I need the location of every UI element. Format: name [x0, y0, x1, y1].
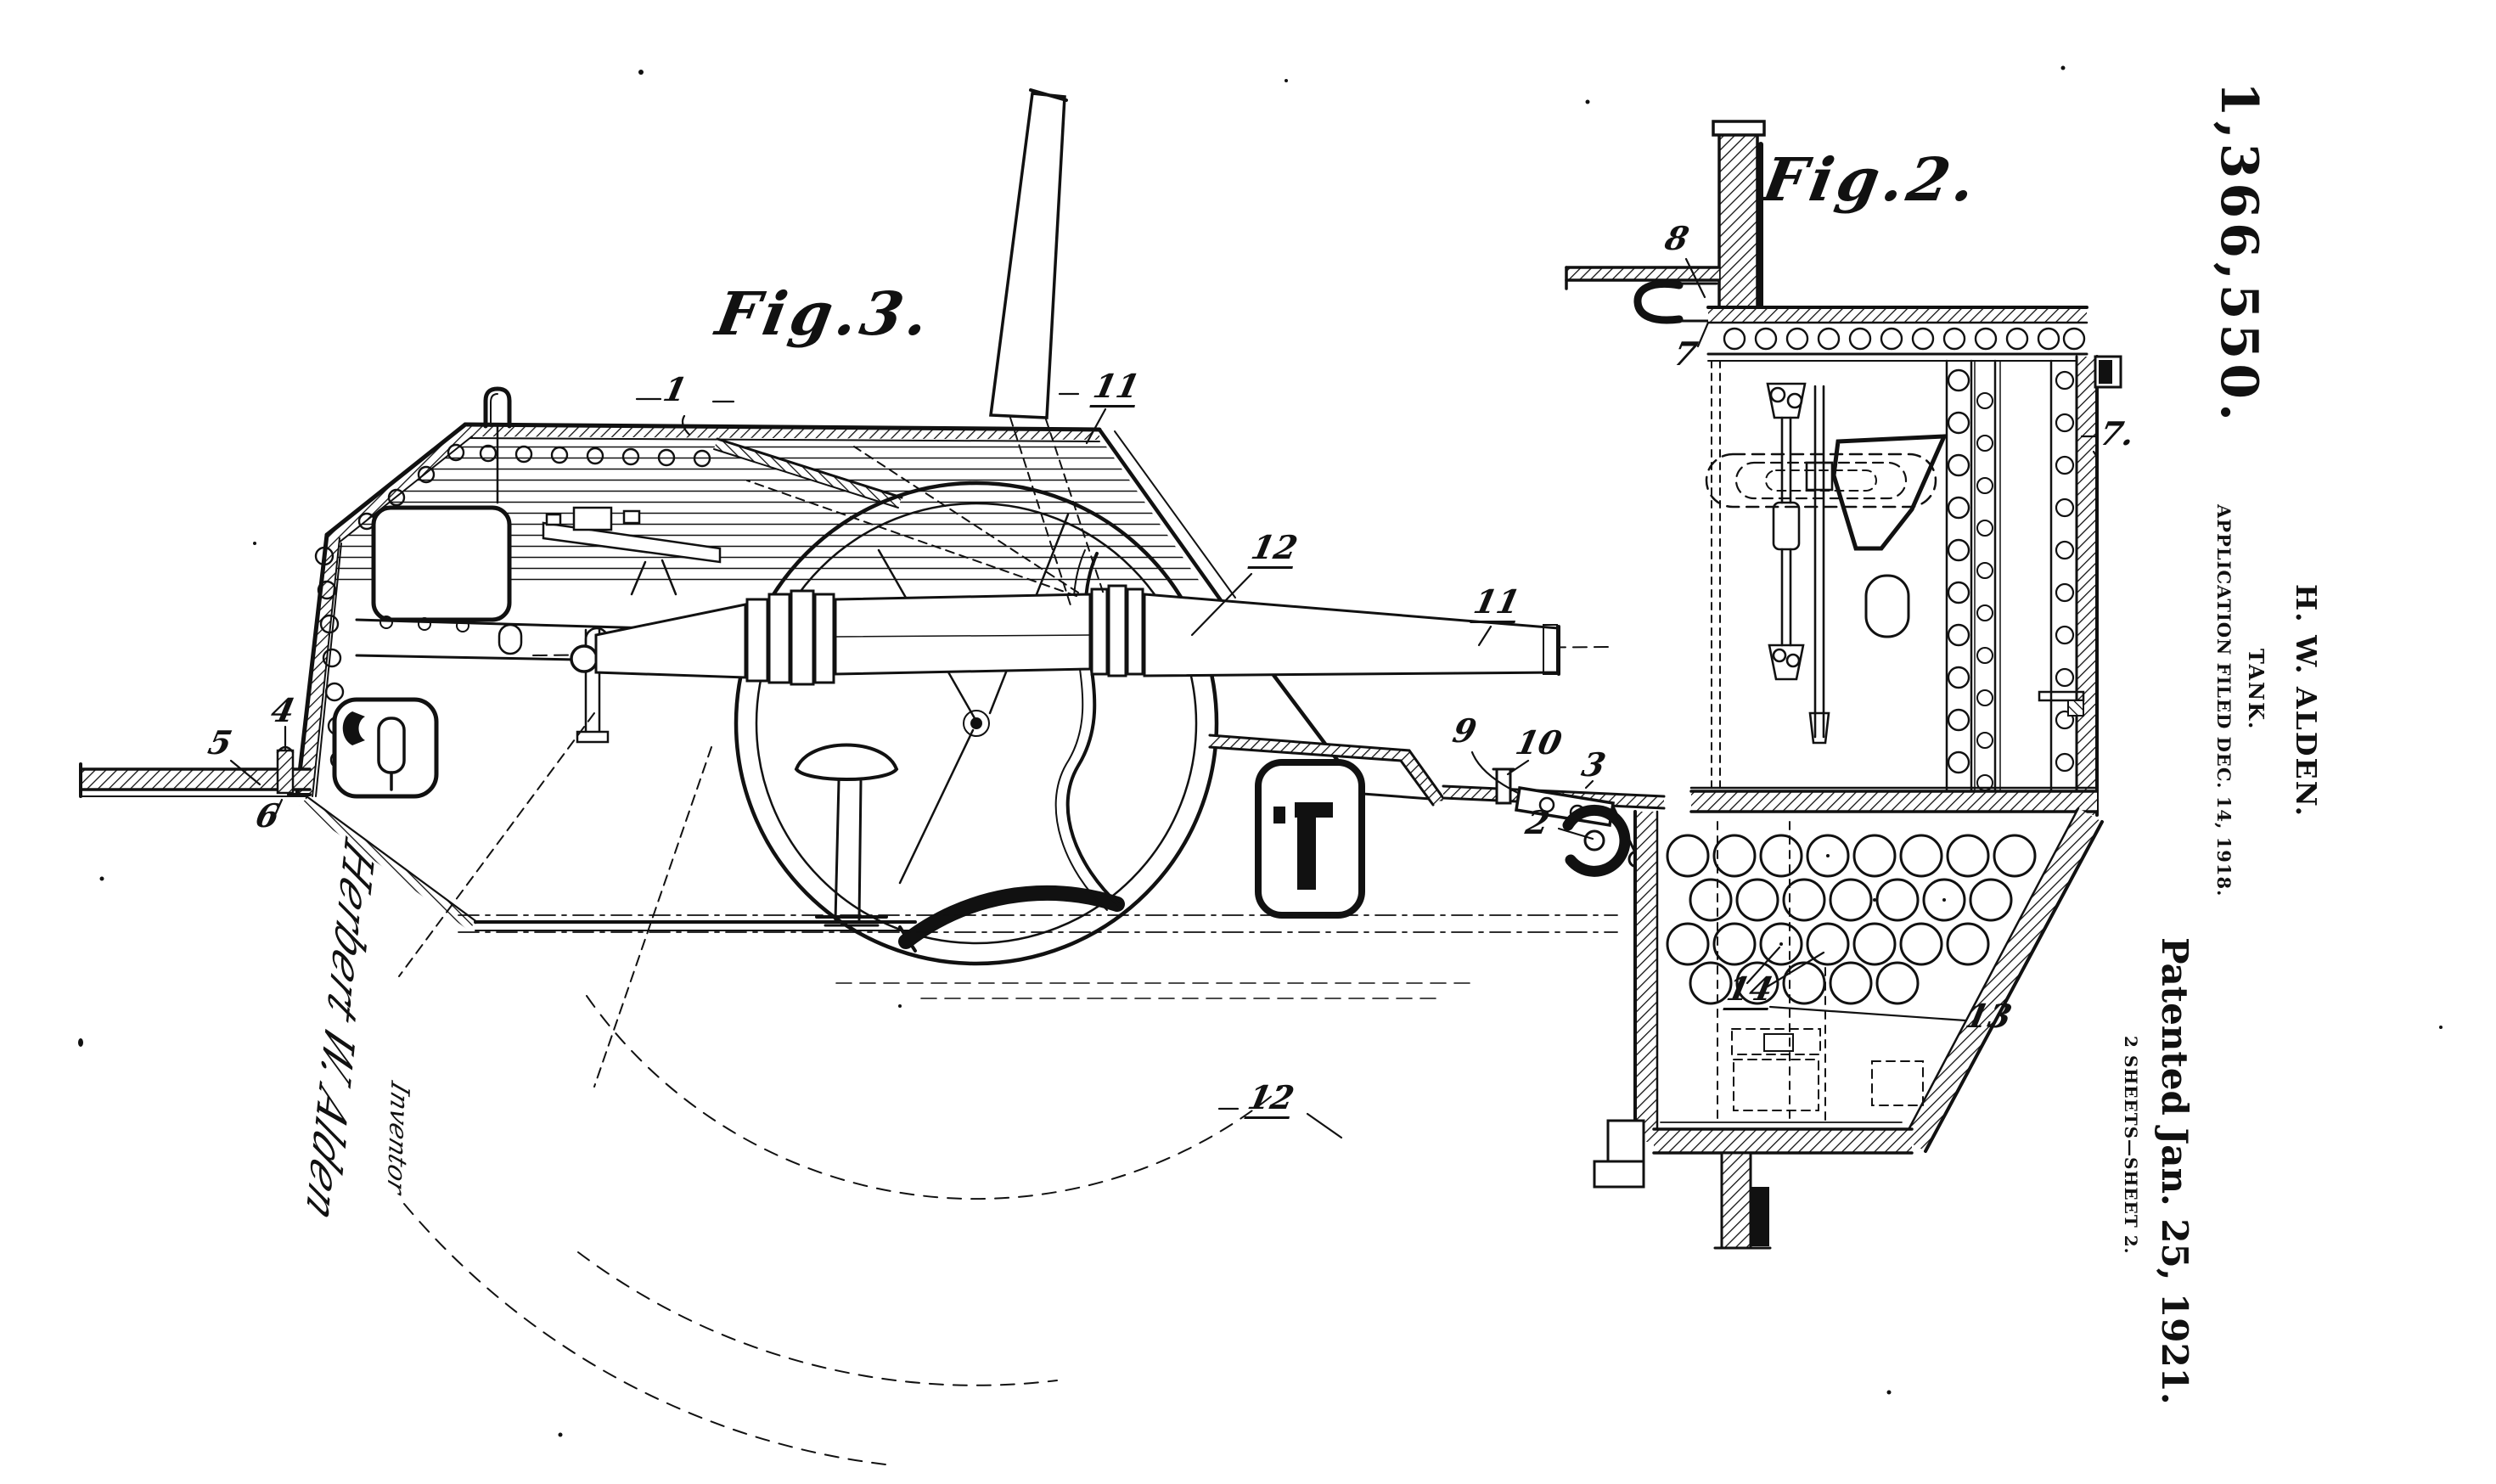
deck-planking — [335, 433, 1204, 587]
patented-date-line: Patented Jan. 25, 1921. — [2154, 937, 2195, 1405]
patent-title-line: TANK. — [2244, 649, 2268, 731]
latch-hook-assembly — [1492, 767, 1646, 877]
figure-3-caption: Fig.3. — [711, 278, 939, 349]
hatch-scoop — [1705, 434, 1948, 638]
shovel-plate — [332, 697, 439, 799]
patent-number: 1,366,550. — [2209, 82, 2268, 425]
turret-ring — [734, 481, 1219, 966]
left-track-rail — [79, 745, 312, 798]
mast-and-hook — [1565, 120, 1766, 324]
sheet-count-line: 2 SHEETS—SHEET 2. — [2121, 1036, 2141, 1255]
hull-rivet-holes — [314, 443, 711, 770]
inventor-signature: Herbert W. Alden — [297, 828, 382, 1235]
paper-specks — [78, 65, 2443, 1437]
part-label-fig2-13: 13 — [1962, 997, 2015, 1035]
application-filed-line: APPLICATION FILED DEC. 14, 1918. — [2213, 504, 2235, 897]
figure-3-drawing — [79, 88, 1666, 1465]
part-label-fig3-4: 4 — [267, 691, 299, 729]
part-label-fig2-8: 8 — [1661, 219, 1693, 257]
figure-2-drawing — [1565, 120, 2122, 1250]
base-fittings — [1593, 1119, 1772, 1250]
fig2-leader-lines — [1684, 257, 2099, 1022]
machine-gun — [542, 506, 722, 596]
part-label-fig3-11: 11 — [1089, 367, 1143, 408]
fig3-leader-lines — [229, 392, 1594, 1139]
gun-barrel-raised — [989, 88, 1105, 609]
ball-compartment — [1633, 807, 2104, 1155]
inventor-caption: Inventor — [380, 1077, 414, 1199]
gunner-seat — [794, 743, 899, 927]
part-label-fig3-11: 11 — [1470, 582, 1523, 623]
turnbuckle-rods — [1766, 382, 1834, 745]
part-label-fig3-12: 12 — [1247, 528, 1301, 569]
part-label-fig2-14: 14 — [1723, 970, 1776, 1010]
part-label-fig3-2: 2 — [1522, 803, 1554, 841]
main-floor — [1689, 786, 2099, 813]
part-label-fig3-5: 5 — [205, 723, 236, 762]
part-label-fig2-7: 7. — [2096, 414, 2139, 453]
part-label-fig3-10: 10 — [1512, 723, 1566, 762]
part-label-fig3-1: 1 — [660, 370, 691, 408]
part-label-fig3-12: 12 — [1244, 1078, 1297, 1119]
stored-balls — [1666, 834, 2037, 1005]
traverse-arcs — [398, 446, 1618, 1465]
figure-2-caption: Fig.2. — [1757, 144, 1986, 215]
part-label-fig3-3: 3 — [1578, 745, 1610, 784]
ammo-box — [371, 505, 512, 622]
part-label-fig3-6: 6 — [252, 796, 284, 835]
part-label-fig2-7: 7 — [1670, 334, 1701, 373]
main-gun — [532, 584, 1612, 686]
part-label-fig3-9: 9 — [1449, 711, 1481, 750]
roof-handle — [483, 386, 512, 504]
inventor-name-line: H. W. ALDEN. — [2290, 584, 2323, 818]
top-rail — [1706, 306, 2088, 362]
